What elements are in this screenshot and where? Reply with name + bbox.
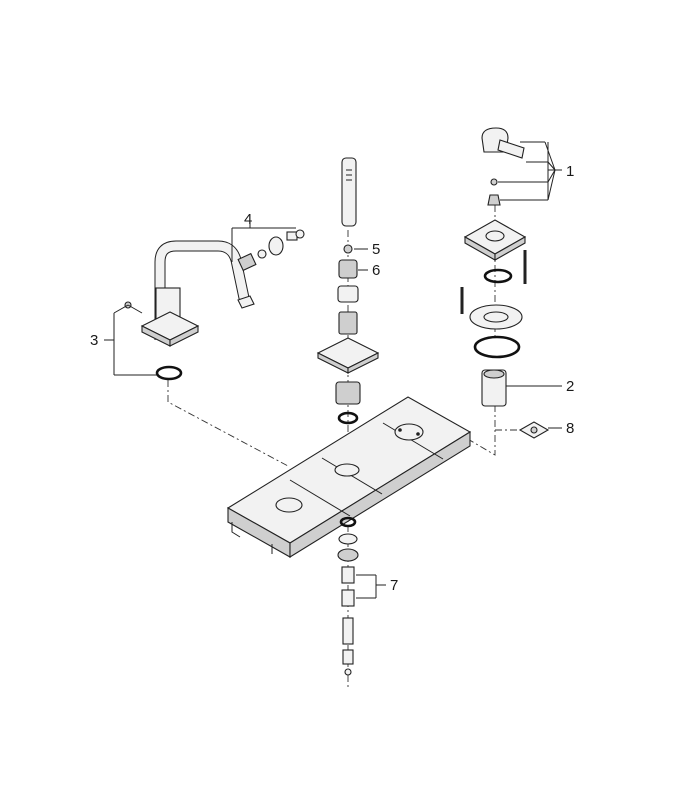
aerator-parts <box>237 229 305 272</box>
mixer-assembly <box>460 127 550 439</box>
callout-1: 1 <box>566 163 574 180</box>
callout-6: 6 <box>372 262 380 279</box>
callout-8: 8 <box>566 420 574 437</box>
callout-2: 2 <box>566 378 574 395</box>
leader-lines <box>104 141 562 599</box>
hand-shower-assembly <box>316 157 380 676</box>
callout-4: 4 <box>244 211 252 228</box>
callouts: 1 2 3 4 5 6 7 8 <box>90 163 574 594</box>
callout-7: 7 <box>390 577 398 594</box>
deck-plate <box>226 396 472 558</box>
callout-5: 5 <box>372 241 380 258</box>
spout-assembly <box>124 240 255 381</box>
callout-3: 3 <box>90 332 98 349</box>
